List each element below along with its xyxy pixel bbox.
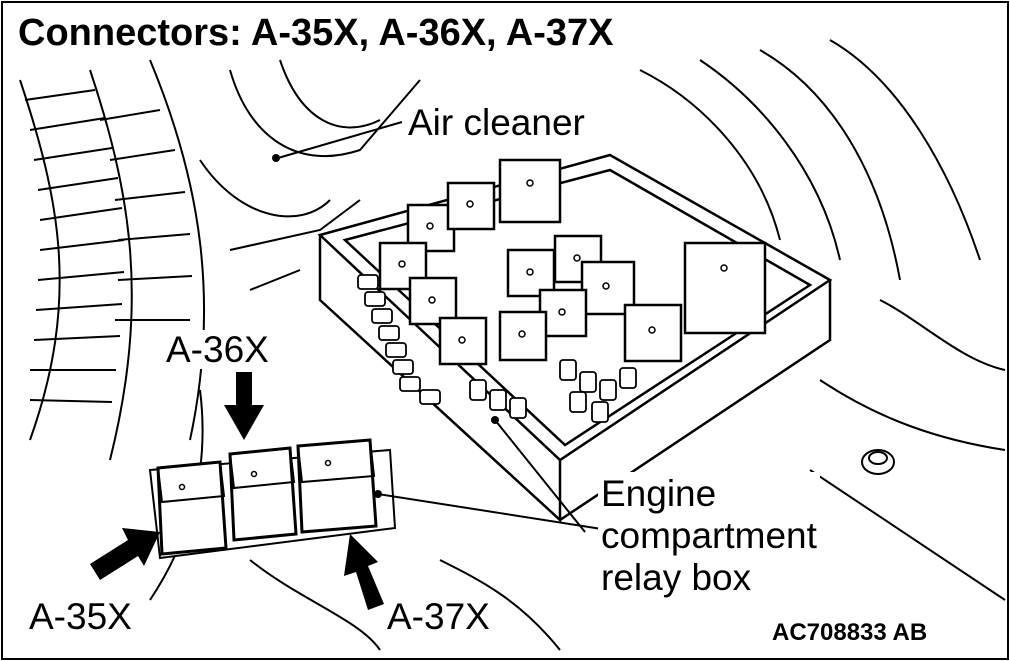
- label-a35x: A-35X: [26, 597, 135, 636]
- page-title: Connectors: A-35X, A-36X, A-37X: [14, 12, 622, 58]
- fuse-rows: [357, 274, 637, 423]
- leader-dots: [272, 154, 499, 498]
- label-a37x: A-37X: [384, 597, 493, 636]
- relay-a35x: [156, 460, 228, 556]
- figure-code: AC708833 AB: [770, 619, 930, 646]
- label-engine-line3: relay box: [601, 557, 752, 598]
- relay-contacts: [398, 179, 728, 344]
- intake-hose: [19, 59, 206, 461]
- connector-block: [148, 438, 397, 560]
- arrow-a35x: [90, 528, 160, 580]
- bolt: [861, 449, 895, 475]
- label-engine-line1: Engine: [601, 473, 717, 514]
- arrow-a36x: [224, 372, 264, 440]
- relay-array: [378, 158, 767, 366]
- label-engine-line2: compartment: [601, 515, 817, 556]
- relay-a36x: [228, 446, 298, 542]
- leader-lines: [277, 121, 609, 533]
- relay-a37x: [296, 438, 378, 534]
- arrow-a37x: [344, 534, 384, 610]
- label-air-cleaner: Air cleaner: [405, 103, 588, 142]
- label-a36x: A-36X: [163, 330, 272, 369]
- label-engine-relay-box: Engine compartment relay box: [598, 472, 820, 600]
